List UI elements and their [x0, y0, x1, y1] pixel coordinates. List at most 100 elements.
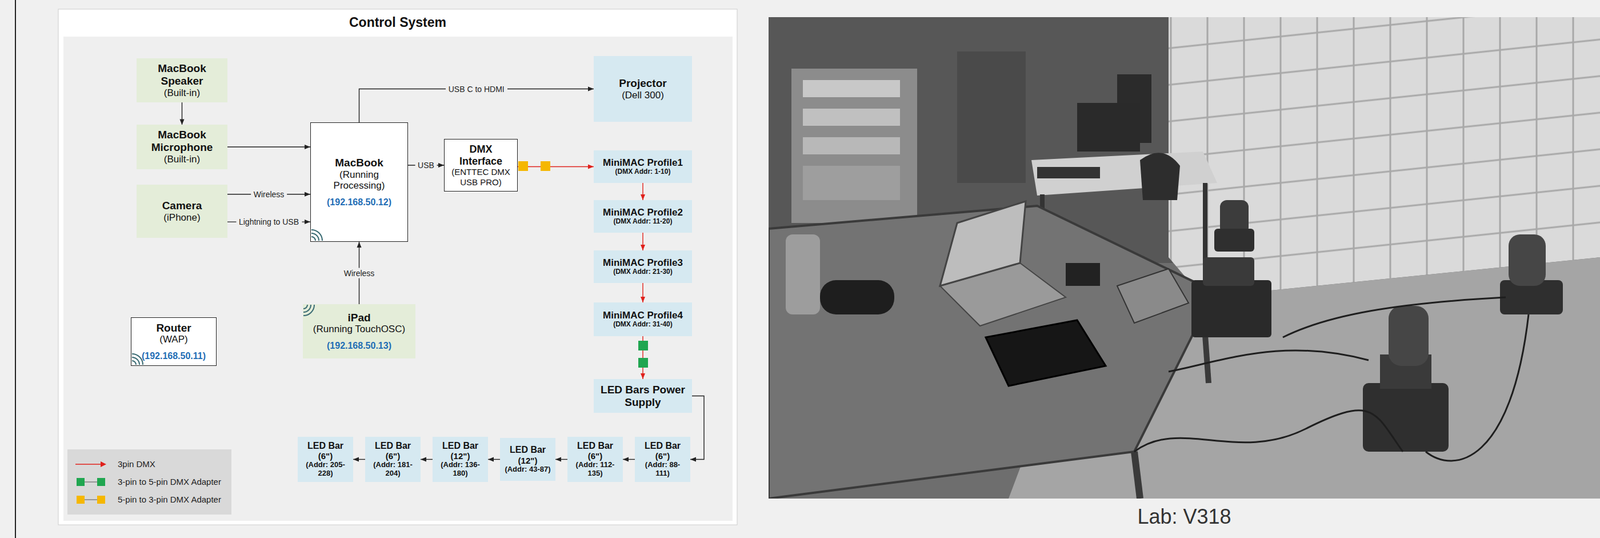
margin-rule [14, 0, 16, 538]
photo-scene [785, 234, 820, 315]
dmx-cable [642, 182, 643, 200]
connector-label: Lightning to USB [236, 216, 302, 228]
connector-arrow [181, 102, 183, 125]
dmx-address: (Addr: 136-180) [436, 460, 485, 478]
connector-arrow [408, 164, 444, 166]
dmx-address: (DMX Addr: 31-40) [613, 320, 673, 329]
node-heading: LED Bar [644, 440, 681, 451]
photo-scene [1425, 314, 1529, 461]
node-heading: MacBook Speaker [140, 62, 224, 88]
fixture-box: MiniMAC Profile3(DMX Addr: 21-30) [593, 250, 692, 283]
device-box: iPad(Running TouchOSC)(192.168.50.13) [302, 304, 416, 359]
connector-arrow [690, 396, 704, 460]
photo-scene [820, 280, 895, 315]
connector-label: Wireless [341, 267, 378, 279]
power-supply-box: LED Bars Power Supply [593, 378, 692, 413]
legend-swatch [97, 477, 106, 486]
node-heading: MiniMAC Profile3 [602, 257, 683, 269]
node-heading: MacBook Microphone [140, 128, 224, 154]
adapter-square [638, 340, 648, 351]
photo-scene [1214, 228, 1255, 252]
node-heading: Projector [618, 77, 667, 90]
node-heading: LED Bar [374, 440, 411, 451]
legend-swatch [97, 495, 106, 504]
connector-arrow [622, 458, 635, 460]
node-heading: LED Bar [442, 440, 479, 451]
adapter-square [518, 161, 528, 171]
photo-scene [940, 201, 1026, 286]
fixture-box: MiniMAC Profile1(DMX Addr: 1-10) [593, 150, 692, 183]
photo-scene [1282, 297, 1506, 338]
photo-scene [768, 17, 1600, 499]
legend-link [80, 498, 101, 500]
legend-box: 3pin DMX3-pin to 5-pin DMX Adapter5-pin … [67, 449, 232, 515]
node-heading: LED Bar [509, 444, 546, 455]
node-subtitle: (ENTTEC DMX USB PRO) [448, 166, 514, 187]
legend-link [80, 481, 101, 482]
wireless-icon [132, 349, 147, 365]
connector-arrow [227, 221, 311, 222]
photo-scene [985, 320, 1106, 386]
legend-sample [73, 493, 109, 506]
photo-scene [1508, 234, 1546, 286]
interface-box: DMX Interface(ENTTEC DMX USB PRO) [444, 138, 518, 192]
dmx-cable [642, 282, 643, 303]
wireless-icon [311, 225, 327, 241]
photo-scene [1134, 410, 1403, 452]
wireless-icon [132, 353, 143, 365]
dmx-address: (Addr: 205-228) [301, 460, 350, 478]
connector-arrow [358, 241, 360, 304]
legend-arrowhead [100, 461, 107, 467]
photo-scene [768, 17, 1600, 499]
connector-label: USB [414, 160, 438, 171]
node-subtitle: (iPhone) [163, 212, 200, 224]
photo-scene [802, 165, 900, 200]
device-box: Camera(iPhone) [136, 184, 228, 238]
legend-text: 3pin DMX [117, 458, 156, 469]
photo-caption: Lab: V318 [768, 504, 1600, 529]
lab-photo [768, 17, 1600, 499]
legend-text: 5-pin to 3-pin DMX Adapter [117, 494, 222, 504]
legend-swatch [76, 495, 85, 504]
photo-scene [802, 137, 900, 155]
photo-scene [957, 51, 1026, 183]
connector-label: USB C to HDMI [445, 83, 508, 95]
router-box: Router(WAP)(192.168.50.11) [130, 317, 217, 367]
photo-scene [1191, 280, 1272, 338]
connector-arrow [353, 458, 366, 460]
node-heading: LED Bars Power Supply [597, 383, 689, 409]
photo-scene [1134, 451, 1140, 499]
device-box: MacBook Speaker(Built-in) [136, 58, 228, 103]
photo-scene [1140, 152, 1180, 200]
node-heading: iPad [347, 311, 371, 324]
bar-length: (6") [385, 450, 400, 461]
bar-length: (6") [655, 450, 670, 461]
node-heading: LED Bar [577, 440, 614, 451]
node-subtitle: (WAP) [159, 333, 188, 346]
node-heading: DMX Interface [448, 143, 514, 167]
node-subtitle: (Built-in) [164, 153, 200, 166]
connector-arrow [227, 146, 311, 147]
diagram-title: Control System [58, 14, 738, 31]
led-bar-box: LED Bar(6")(Addr: 181-204) [365, 436, 421, 483]
dmx-cable [642, 232, 643, 251]
photo-scene [791, 68, 918, 223]
fixture-box: MiniMAC Profile4(DMX Addr: 31-40) [593, 302, 692, 336]
dmx-address: (DMX Addr: 21-30) [613, 268, 673, 276]
led-bar-box: LED Bar(12")(Addr: 43-87) [500, 437, 556, 481]
connector-group [182, 89, 705, 460]
ip-address: (192.168.50.13) [326, 340, 392, 351]
wireless-icon [303, 304, 315, 316]
ip-address: (192.168.50.12) [326, 197, 392, 208]
photo-scene [1168, 350, 1369, 372]
legend-line [75, 463, 102, 464]
wireless-icon [311, 229, 323, 241]
node-heading: Router [156, 321, 191, 335]
connector-arrow [555, 458, 568, 460]
connector-arrow [227, 193, 311, 195]
node-heading: MacBook [334, 156, 383, 170]
